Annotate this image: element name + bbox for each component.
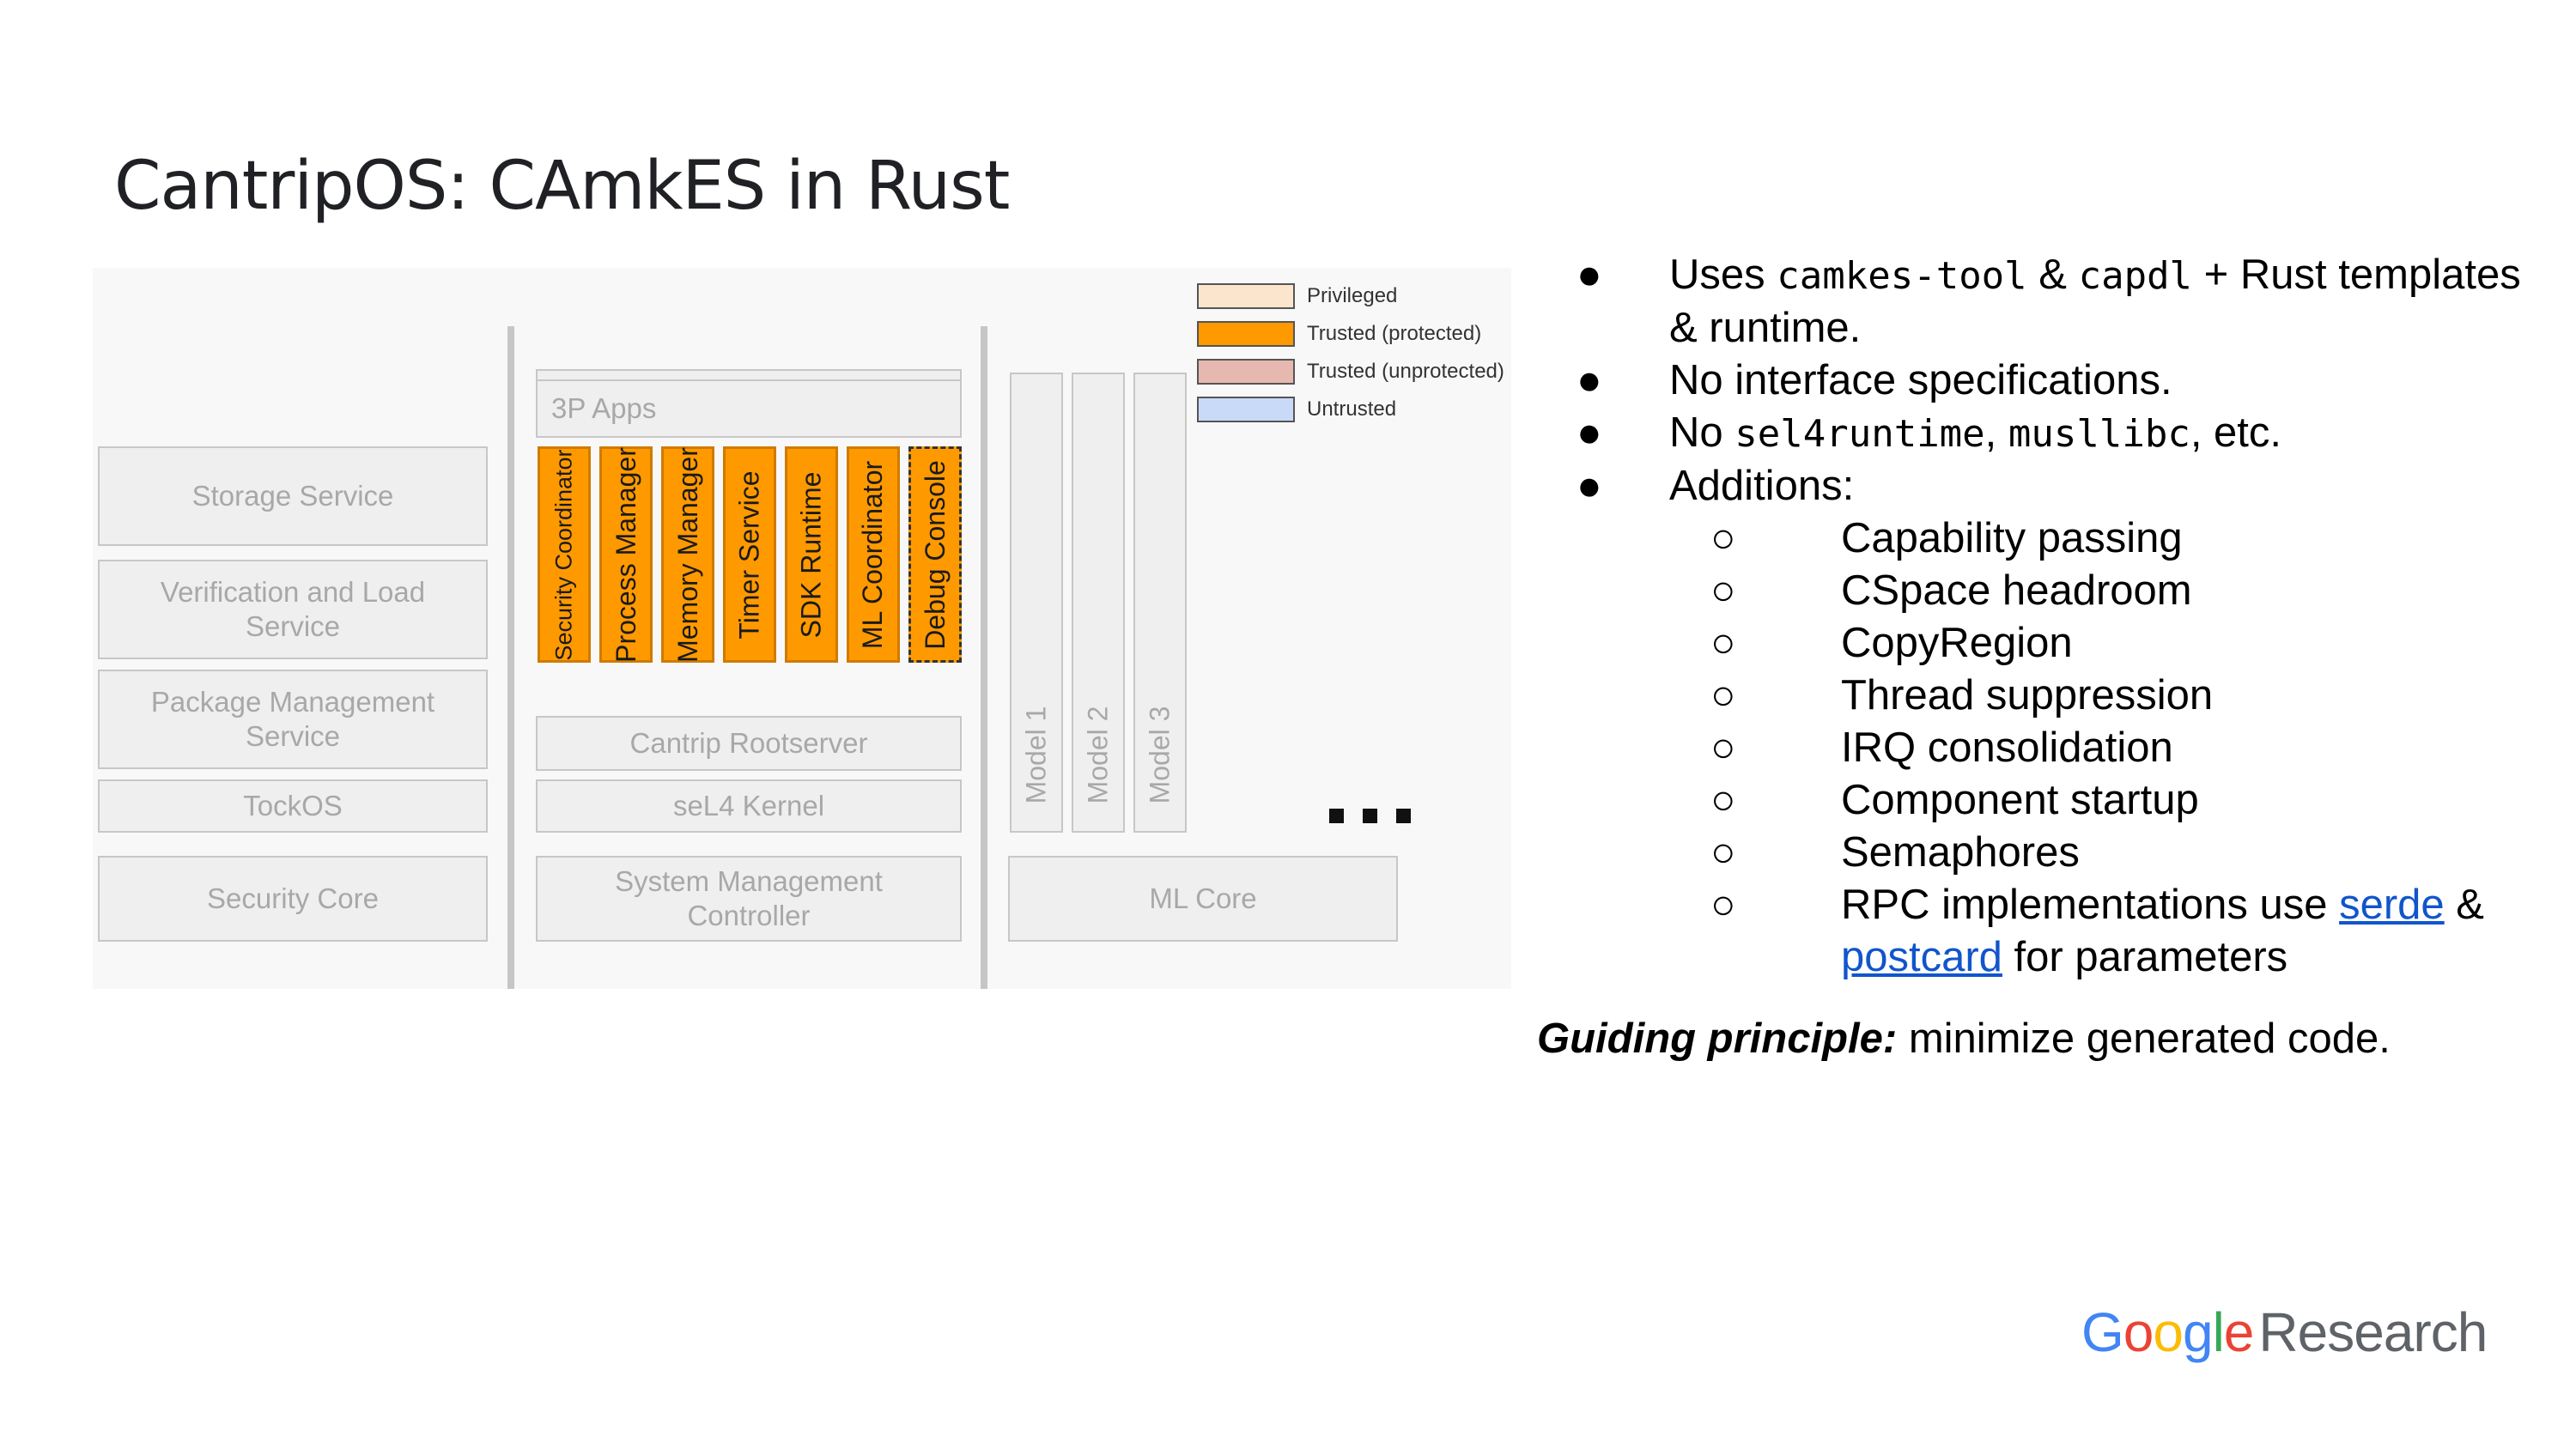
list-item: ○Component startup (1710, 777, 2199, 823)
list-item: ● No sel4runtime, musllibc, etc. (1577, 407, 2538, 460)
model-2-box: Model 2 (1072, 373, 1125, 833)
architecture-diagram: Storage Service Verification and Load Se… (93, 268, 1511, 989)
ml-coordinator-box: ML Coordinator (847, 446, 900, 663)
process-manager-box: Process Manager (599, 446, 653, 663)
postcard-link[interactable]: postcard (1841, 934, 2002, 980)
verification-load-service-box: Verification and Load Service (98, 560, 488, 659)
list-item: ● Additions: (1577, 463, 1855, 509)
ellipsis-more (1329, 809, 1411, 823)
list-item: ● No interface specifications. (1577, 357, 2172, 403)
package-management-service-box: Package Management Service (98, 670, 488, 769)
list-item: ● Uses camkes-tool & capdl + Rust templa… (1577, 249, 2538, 355)
sel4-kernel-box: seL4 Kernel (536, 779, 962, 833)
list-item: ○Semaphores (1710, 829, 2080, 876)
serde-link[interactable]: serde (2339, 882, 2445, 928)
timer-service-box: Timer Service (723, 446, 776, 663)
list-item: ○Capability passing (1710, 515, 2183, 561)
security-coordinator-box: Security Coordinator (538, 446, 591, 663)
3p-apps-box: 3P Apps (536, 379, 962, 438)
cantrip-rootserver-box: Cantrip Rootserver (536, 716, 962, 771)
rpc-text: RPC implementations use serde & postcard… (1841, 882, 2484, 980)
legend-trusted-unprotected: Trusted (unprotected) (1197, 359, 1504, 385)
bullet-list: ● Uses camkes-tool & capdl + Rust templa… (1577, 249, 2538, 984)
additions-sublist: ○Capability passing ○CSpace headroom ○Co… (1577, 512, 2538, 984)
bullet-text: No sel4runtime, musllibc, etc. (1669, 409, 2282, 456)
memory-manager-box: Memory Manager (661, 446, 714, 663)
list-item: ○CopyRegion (1710, 620, 2073, 666)
slide-title: CantripOS: CAmkES in Rust (114, 148, 1010, 225)
debug-console-box: Debug Console (908, 446, 962, 663)
sdk-runtime-box: SDK Runtime (785, 446, 838, 663)
legend-privileged: Privileged (1197, 283, 1397, 309)
ml-core-box: ML Core (1008, 856, 1398, 942)
system-management-controller-box: System Management Controller (536, 856, 962, 942)
bullet-text: Uses camkes-tool & capdl + Rust template… (1669, 252, 2521, 351)
model-1-box: Model 1 (1010, 373, 1063, 833)
security-core-box: Security Core (98, 856, 488, 942)
legend-trusted-protected: Trusted (protected) (1197, 321, 1481, 347)
divider-right (981, 326, 987, 989)
model-3-box: Model 3 (1133, 373, 1187, 833)
legend-swatch (1197, 359, 1295, 385)
tockos-box: TockOS (98, 779, 488, 833)
list-item: ○CSpace headroom (1710, 567, 2192, 614)
list-item: ○IRQ consolidation (1710, 724, 2173, 771)
divider-left (507, 326, 514, 989)
legend-untrusted: Untrusted (1197, 397, 1396, 422)
list-item: ○Thread suppression (1710, 672, 2214, 718)
guiding-principle: Guiding principle: minimize generated co… (1537, 1016, 2391, 1062)
legend-swatch (1197, 397, 1295, 422)
list-item: ○ RPC implementations use serde & postca… (1710, 879, 2538, 984)
storage-service-box: Storage Service (98, 446, 488, 546)
google-research-logo: GoogleResearch (2081, 1301, 2488, 1363)
legend-swatch (1197, 321, 1295, 347)
legend-swatch (1197, 283, 1295, 309)
